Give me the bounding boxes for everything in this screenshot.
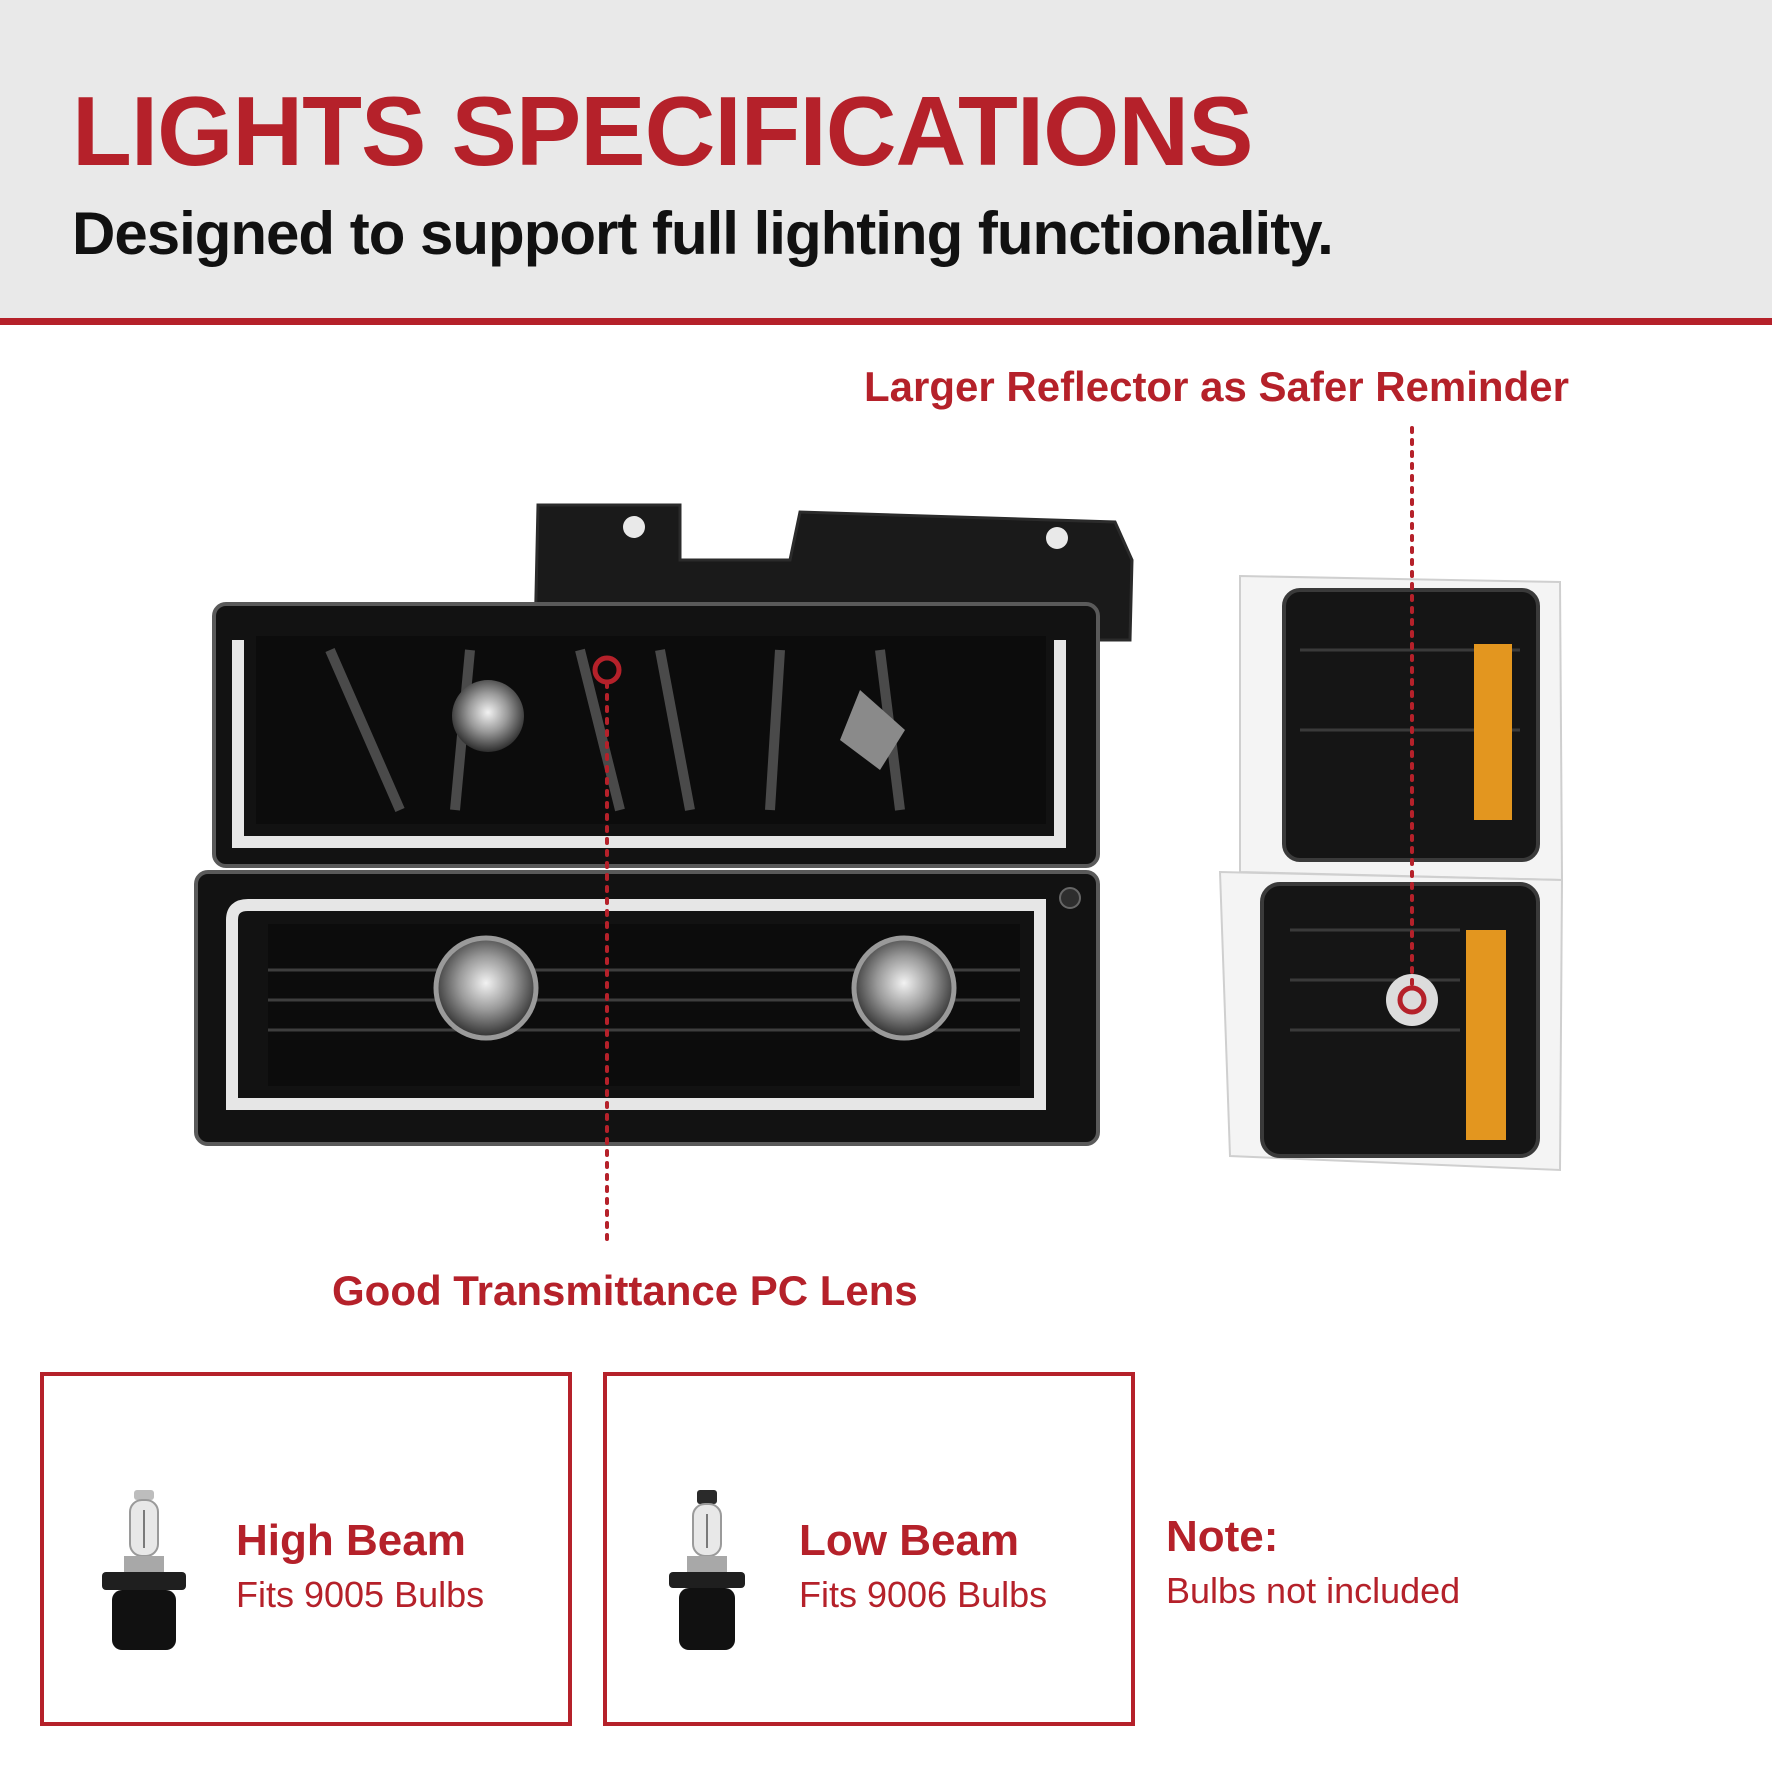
- upper-bulb-shield: [840, 690, 905, 770]
- lower-corner-facets: [1290, 928, 1460, 1032]
- high-beam-detail: Fits 9005 Bulbs: [236, 1574, 485, 1615]
- lower-amber-reflector: [1466, 930, 1506, 1140]
- low-beam-detail: Fits 9006 Bulbs: [799, 1574, 1048, 1615]
- mount-screw: [1059, 887, 1081, 909]
- reflector-callout: Larger Reflector as Safer Reminder: [864, 363, 1569, 410]
- high-beam-label: High Beam: [236, 1516, 466, 1565]
- page-subtitle: Designed to support full lighting functi…: [72, 200, 1334, 267]
- upper-lens: [256, 636, 1046, 824]
- bracket-hole-left: [623, 516, 645, 538]
- headlight-assembly: [194, 503, 1134, 1146]
- bulb-9006-icon: [669, 1490, 745, 1650]
- low-beam-label: Low Beam: [799, 1516, 1020, 1565]
- bracket-hole-right: [1046, 527, 1068, 549]
- side-marker-bulb-socket: [1386, 974, 1438, 1026]
- bulb-9005-icon: [102, 1490, 186, 1650]
- lens-callout: Good Transmittance PC Lens: [332, 1267, 918, 1314]
- note-text: Bulbs not included: [1166, 1570, 1461, 1611]
- upper-light-bar: [232, 640, 1066, 848]
- spec-card-high-beam: High Beam Fits 9005 Bulbs: [40, 1372, 572, 1726]
- header-band: LIGHTS SPECIFICATIONS Designed to suppor…: [0, 0, 1772, 318]
- lower-light-bar: [226, 899, 1046, 1110]
- lens-target-marker: [592, 655, 622, 685]
- lower-projector-right: [851, 935, 957, 1041]
- note-label: Note:: [1166, 1512, 1279, 1561]
- lower-projector-left: [433, 935, 539, 1041]
- header-divider: [0, 318, 1772, 325]
- reflector-target-marker: [1397, 985, 1427, 1015]
- spec-card-low-beam: Low Beam Fits 9006 Bulbs: [603, 1372, 1135, 1726]
- upper-projector-lens: [452, 680, 524, 752]
- page-title: LIGHTS SPECIFICATIONS: [72, 76, 1253, 186]
- corner-lamp-assembly: [1218, 574, 1564, 1172]
- upper-amber-reflector: [1474, 644, 1512, 820]
